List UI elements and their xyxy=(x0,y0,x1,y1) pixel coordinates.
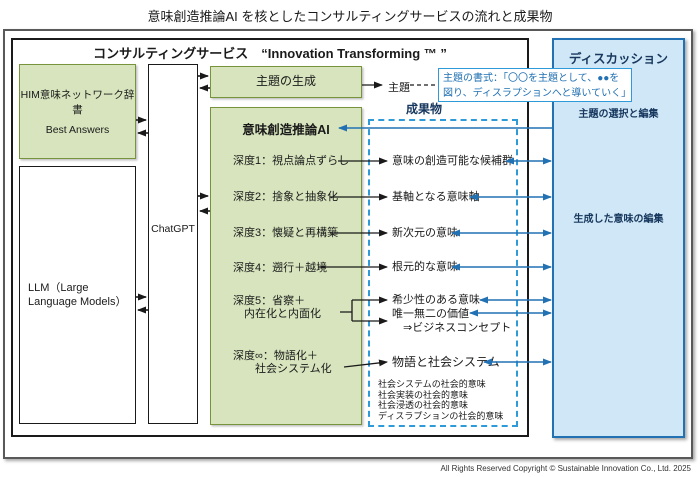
theme-format-note: 主題の書式：「〇〇を主題として、●●を 図り、ディスラプションへと導いていく」 xyxy=(438,68,632,102)
social-meaning-item: 社会実装の社会的意味 xyxy=(378,389,469,400)
social-meaning-item: 社会システムの社会的意味 xyxy=(378,379,486,389)
meaning-creation-ai-title: 意味創造推論AI xyxy=(242,123,330,137)
consulting-service-title: コンサルティングサービス “Innovation Transforming ™ … xyxy=(93,46,447,61)
depth-4-label: 深度4：遡行＋越境 xyxy=(233,262,328,274)
output-business-concept: ⇒ビジネスコンセプト xyxy=(392,322,512,334)
copyright-text: All Rights Reserved Copyright © Sustaina… xyxy=(440,464,691,473)
output-fundamental-meaning: 根元的な意味 xyxy=(392,261,458,273)
chatgpt-box: ChatGPT xyxy=(148,64,198,424)
depth-3-label: 深度3：懐疑と再構築 xyxy=(233,227,339,239)
discussion-meaning-edit-label: 生成した意味の編集 xyxy=(573,214,664,225)
output-unique-value: 唯一無二の価値 xyxy=(392,308,469,320)
him-dictionary-box: HIM意味ネットワーク辞書 Best Answers xyxy=(19,64,136,159)
deliverables-title: 成果物 xyxy=(405,102,442,116)
discussion-panel xyxy=(552,38,685,438)
depth-infinity-label: 深度∞：物語化＋ 社会システム化 xyxy=(233,350,332,375)
output-rare-meaning: 希少性のある意味 xyxy=(392,294,480,306)
social-meaning-item: 社会浸透の社会的意味 xyxy=(378,400,469,410)
social-meaning-list: 社会システムの社会的意味 社会実装の社会的意味 社会浸透の社会的意味 ディスラプ… xyxy=(378,379,503,421)
best-answers-label: Best Answers xyxy=(45,124,110,136)
page-title: 意味創造推論AI を核としたコンサルティングサービスの流れと成果物 xyxy=(147,9,553,24)
llm-box: LLM（Large Language Models） xyxy=(19,166,136,424)
depth-1-label: 深度1：視点論点ずらし xyxy=(233,155,350,167)
discussion-title: ディスカッション xyxy=(568,52,669,66)
llm-label: LLM（Large Language Models） xyxy=(28,282,127,308)
theme-generation-box: 主題の生成 xyxy=(210,66,362,98)
social-meaning-item: ディスラプションの社会的意味 xyxy=(378,410,504,421)
meaning-creation-ai-box: 深度1：視点論点ずらし 深度2：捨象と抽象化 深度3：懐疑と再構築 深度4：遡行… xyxy=(210,107,362,425)
theme-label: 主題 xyxy=(388,82,410,94)
output-new-dimension-meaning: 新次元の意味 xyxy=(392,227,458,239)
deliverables-dashed-frame xyxy=(368,119,518,427)
depth-5-label: 深度5：省察＋ 内在化と内面化 xyxy=(233,295,321,320)
him-dictionary-label: HIM意味ネットワーク辞書 xyxy=(20,89,135,116)
depth-2-label: 深度2：捨象と抽象化 xyxy=(233,191,339,203)
output-candidate-group: 意味の創造可能な候補群 xyxy=(392,155,513,167)
chatgpt-label: ChatGPT xyxy=(151,223,195,235)
discussion-theme-edit-label: 主題の選択と編集 xyxy=(578,109,659,120)
output-meaning-axis: 基軸となる意味軸 xyxy=(392,191,480,203)
output-story-social-system: 物語と社会システム xyxy=(392,355,500,369)
